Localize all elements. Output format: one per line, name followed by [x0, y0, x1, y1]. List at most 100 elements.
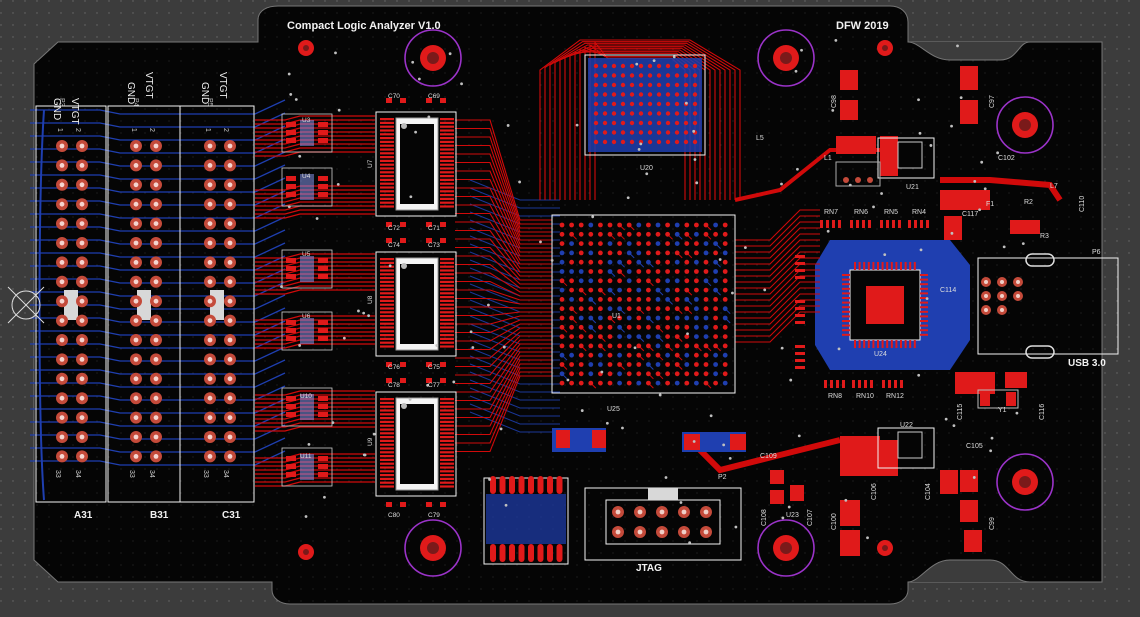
fpga-ball — [703, 380, 709, 386]
fpga-ball — [559, 380, 565, 386]
fpga-ball — [588, 259, 594, 265]
cap-pad — [400, 238, 406, 243]
header-drill — [79, 337, 85, 343]
tsop-pin — [380, 118, 394, 121]
ddr-ball — [611, 120, 617, 126]
top-trace — [735, 269, 820, 301]
buffer-pad — [318, 412, 328, 417]
via — [499, 427, 503, 431]
fpga-ball — [607, 241, 613, 247]
via — [469, 330, 473, 334]
fpga-ball — [626, 324, 632, 330]
jtag-drill — [703, 529, 709, 535]
tsop-pin — [440, 148, 454, 151]
tsop-pin — [380, 436, 394, 439]
via — [658, 393, 662, 397]
buffer-pad — [318, 336, 328, 341]
regulator2-body — [897, 431, 923, 459]
fpga-ball — [569, 362, 574, 367]
usb-pin-drill — [1000, 280, 1004, 284]
header-b31-gnd: GND — [125, 82, 136, 104]
buffer-body — [300, 256, 314, 282]
top-trace — [255, 253, 375, 259]
usb-ctrl-pin — [890, 262, 893, 270]
tsop-pin — [440, 341, 454, 344]
tsop-pin — [380, 470, 394, 473]
via — [972, 476, 976, 479]
fpga-ball — [665, 231, 670, 237]
mounting-hole-drill — [780, 542, 792, 554]
fpga-ball — [674, 231, 680, 237]
soic-pin — [528, 476, 534, 494]
ddr-ball — [593, 63, 599, 69]
flash-ref: U25 — [607, 406, 620, 413]
fpga-ball — [578, 269, 584, 274]
fpga-ball — [713, 352, 718, 358]
header-drill — [207, 357, 213, 362]
usb-ctrl-pin — [920, 278, 928, 281]
header-drill — [133, 376, 139, 382]
cap-c80: C80 — [388, 512, 400, 519]
power-pad — [840, 500, 860, 526]
via — [709, 414, 713, 418]
top-trace — [455, 212, 552, 265]
top-trace — [255, 147, 375, 153]
header-a31[interactable]: A31 VTGT GND — [51, 98, 93, 521]
cap-c71: C71 — [428, 225, 440, 232]
inductor-outline — [835, 161, 881, 187]
header-drill — [153, 357, 159, 362]
usb-ctrl-pin — [904, 262, 907, 270]
fpga-ball — [665, 324, 670, 330]
fpga-ball — [598, 287, 603, 293]
fpga-ball — [655, 250, 661, 256]
via — [367, 314, 371, 318]
via — [304, 515, 308, 518]
fpga-ball — [559, 324, 565, 330]
bottom-trace — [469, 379, 560, 401]
header-drill — [59, 240, 65, 246]
header-drill — [207, 240, 213, 246]
via — [866, 536, 869, 540]
header-c31[interactable]: C31 VTGT GND — [199, 72, 241, 521]
cap-c115: C115 — [957, 404, 964, 420]
via — [652, 59, 656, 63]
cap-c78: C78 — [388, 382, 400, 389]
usb-ctrl-pin — [867, 262, 870, 270]
buffer-pad — [318, 266, 328, 271]
ddr-ball — [683, 63, 689, 69]
fpga-ball — [722, 259, 728, 265]
fpga-ball — [636, 259, 642, 265]
fpga-ball — [713, 241, 718, 247]
via — [471, 346, 475, 349]
fpga-ball — [578, 241, 584, 247]
header-drill — [79, 454, 85, 459]
tsop-pin — [380, 413, 394, 416]
fpga-ball — [559, 315, 565, 321]
cap-pad — [400, 362, 406, 367]
usb-connector-ref: P6 — [1092, 249, 1101, 256]
header-drill — [79, 415, 85, 420]
ddr-ball — [692, 111, 698, 116]
usb-ctrl-pin — [900, 262, 902, 270]
via — [848, 183, 852, 187]
usb-ctrl-pin — [863, 340, 866, 348]
fpga-ball — [636, 297, 642, 302]
top-trace — [735, 281, 820, 313]
fpga-ball — [617, 278, 622, 284]
tsop-pin — [440, 163, 454, 166]
buffer-pad — [318, 130, 328, 135]
header-a31-pin33: 33 — [54, 470, 61, 478]
header-drill — [153, 163, 159, 168]
fpga-ball — [684, 315, 690, 321]
tsop-pin — [440, 137, 454, 140]
via — [575, 123, 579, 127]
header-b31[interactable]: B31 VTGT GND — [125, 72, 169, 521]
tsop-pin — [440, 277, 454, 280]
fpga-ball — [655, 334, 661, 339]
fpga-ball — [559, 334, 565, 339]
fpga-ball — [665, 222, 670, 228]
via — [427, 115, 431, 119]
mounting-hole-drill — [427, 52, 439, 64]
buffer-pad — [286, 138, 296, 143]
